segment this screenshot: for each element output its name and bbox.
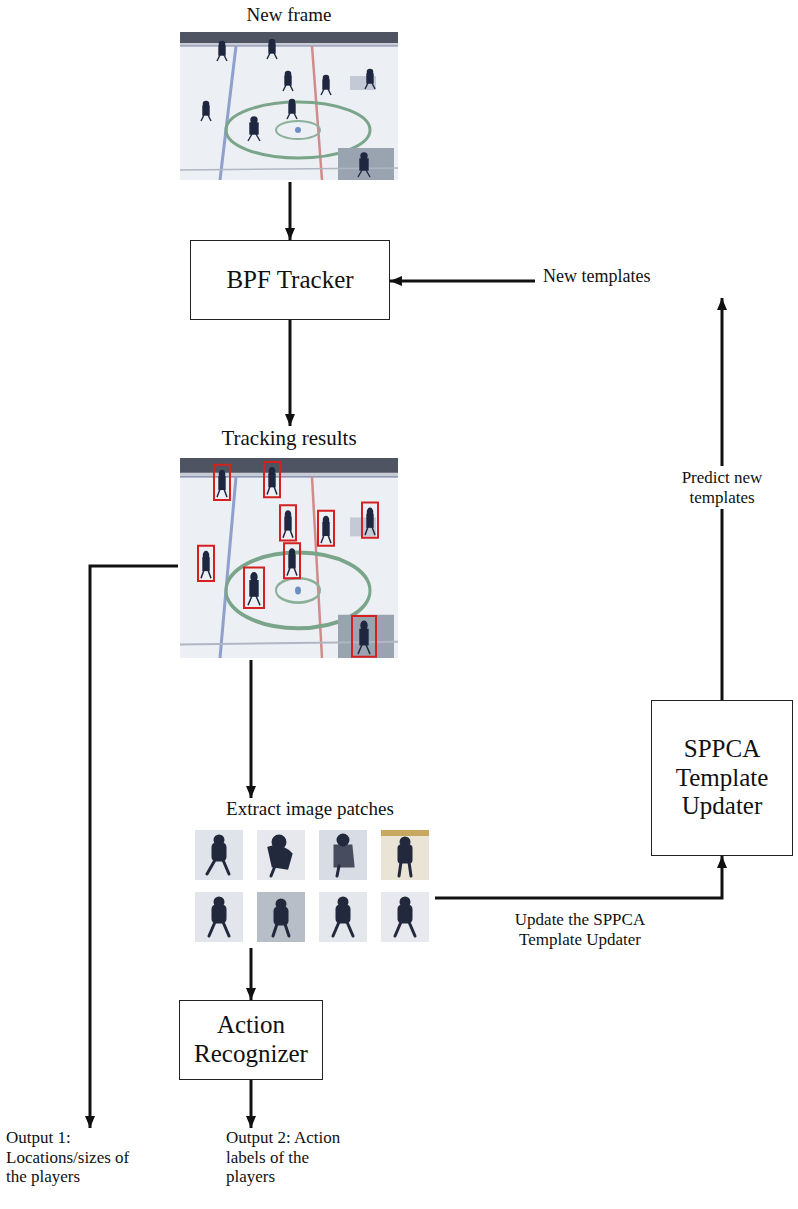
arrow-head [390, 276, 402, 286]
edge-label: Update the SPPCA Template Updater [485, 908, 675, 951]
process-box: Action Recognizer [179, 1000, 323, 1080]
frame-image-node: New frame [178, 4, 400, 182]
flow-arrow [285, 182, 295, 240]
connector-line [250, 660, 253, 798]
node-label: Extract image patches [185, 798, 435, 820]
connector-line [390, 280, 535, 283]
box-label: Action Recognizer [188, 1011, 314, 1069]
flow-arrow [246, 1080, 256, 1128]
tracking-results-image [180, 458, 398, 658]
output-text-node: Output 1: Locations/sizes of the players [6, 1128, 136, 1194]
arrow-head [246, 786, 256, 798]
tracking-boxes [198, 462, 378, 657]
flow-arrow [246, 660, 256, 798]
rink-frame-image [180, 32, 398, 180]
arrow-head [285, 228, 295, 240]
process-box: SPPCA Template Updater [651, 700, 793, 856]
node-label: Output 1: Locations/sizes of the players [6, 1128, 136, 1187]
arrow-head [717, 856, 727, 868]
connector-line [289, 320, 292, 426]
flow-arrow [285, 320, 295, 426]
box-label: BPF Tracker [226, 266, 353, 295]
template-label-node: New templates [535, 266, 740, 296]
output-text-node: Output 2: Action labels of the players [226, 1128, 344, 1194]
player-figures [207, 835, 415, 936]
flow-arrow [85, 566, 178, 1128]
edge-label: Predict new templates [670, 466, 774, 509]
arrow-head [246, 1116, 256, 1128]
arrow-head [85, 1116, 95, 1128]
node-label: New frame [178, 4, 400, 26]
flow-arrow [435, 856, 727, 898]
image-patches [195, 830, 431, 942]
box-label: SPPCA Template Updater [660, 735, 784, 821]
patch-row [195, 830, 429, 942]
process-box: BPF Tracker [190, 240, 390, 320]
arrow-head [717, 298, 727, 310]
patches-node: Extract image patches [185, 798, 435, 948]
flow-arrow [246, 948, 256, 1000]
arrow-head [285, 414, 295, 426]
connector-line [435, 856, 722, 898]
node-label: Tracking results [178, 426, 400, 450]
results-image-node: Tracking results [178, 426, 400, 660]
node-label: New templates [543, 266, 740, 287]
connector-line [90, 566, 178, 1128]
flow-arrow [390, 276, 535, 286]
arrow-head [246, 988, 256, 1000]
node-label: Output 2: Action labels of the players [226, 1128, 344, 1187]
